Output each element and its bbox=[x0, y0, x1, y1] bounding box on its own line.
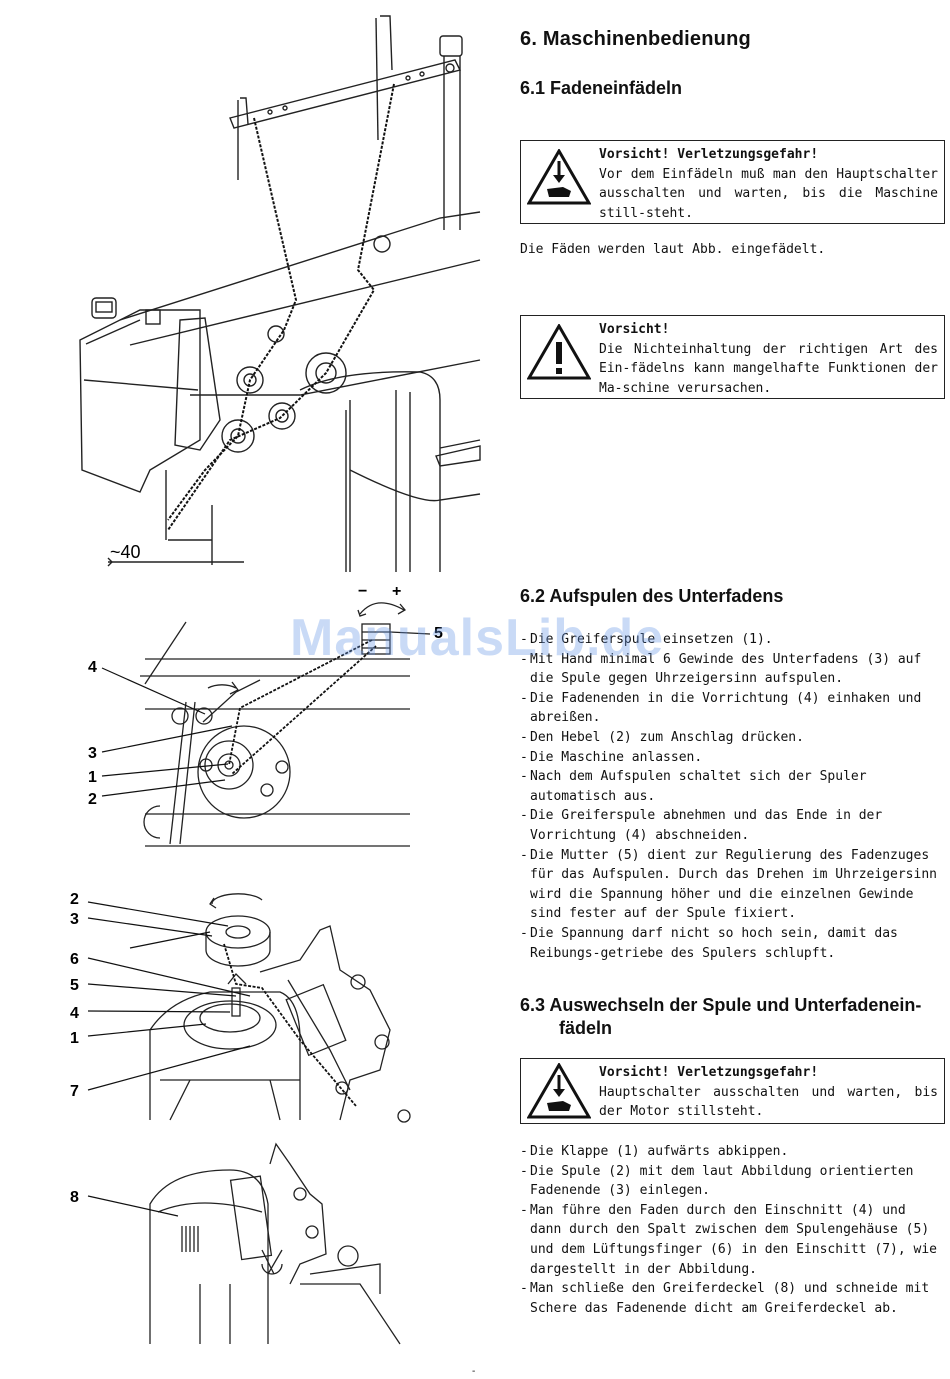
hand-injury-warning-icon bbox=[527, 149, 591, 205]
list-item: Mit Hand minimal 6 Gewinde des Unterfade… bbox=[520, 650, 944, 689]
exclamation-warning-icon bbox=[527, 324, 591, 380]
page-number: - bbox=[472, 1366, 476, 1377]
fig2-label-5: 5 bbox=[434, 625, 443, 642]
fig3-label-2: 2 bbox=[70, 891, 79, 908]
warning-title: Vorsicht! Verletzungsgefahr! bbox=[599, 1065, 819, 1080]
heading-6-3-line2: fädeln bbox=[559, 1018, 613, 1038]
heading-6-3-line1: 6.3 Auswechseln der Spule und Unterfaden… bbox=[520, 995, 922, 1015]
list-item: Die Greiferspule einsetzen (1). bbox=[520, 630, 944, 650]
hand-injury-warning-icon bbox=[527, 1063, 591, 1119]
warning-title: Vorsicht! Verletzungsgefahr! bbox=[599, 147, 819, 162]
list-item: Die Mutter (5) dient zur Regulierung des… bbox=[520, 846, 944, 924]
heading-6-1: 6.1 Fadeneinfädeln bbox=[520, 78, 683, 98]
list-item: Die Maschine anlassen. bbox=[520, 748, 944, 768]
warning-text: Hauptschalter ausschalten und warten, bi… bbox=[599, 1084, 938, 1120]
warning-box-injury-2: Vorsicht! Verletzungsgefahr! Hauptschalt… bbox=[520, 1058, 945, 1124]
fig3-label-7: 7 bbox=[70, 1083, 79, 1100]
fig2-label-4: 4 bbox=[88, 659, 97, 676]
list-item: Nach dem Aufspulen schaltet sich der Spu… bbox=[520, 767, 944, 806]
warning-text: Die Nichteinhaltung der richtigen Art de… bbox=[599, 341, 938, 396]
fig3-label-3: 3 bbox=[70, 911, 79, 928]
bobbin-change-steps: Die Klappe (1) aufwärts abkippen. Die Sp… bbox=[520, 1142, 944, 1318]
fig2-label-plus: + bbox=[392, 584, 401, 600]
dimension-label: ~40 bbox=[110, 542, 141, 562]
warning-box-caution: Vorsicht! Die Nichteinhaltung der richti… bbox=[520, 315, 945, 399]
threading-paragraph: Die Fäden werden laut Abb. eingefädelt. bbox=[520, 242, 826, 257]
list-item: Die Greiferspule abnehmen und das Ende i… bbox=[520, 806, 944, 845]
threading-figure: ~40 bbox=[79, 15, 481, 572]
fig3-label-1: 1 bbox=[70, 1030, 79, 1047]
list-item: Die Fadenenden in die Vorrichtung (4) ei… bbox=[520, 689, 944, 728]
list-item: Man schließe den Greiferdeckel (8) und s… bbox=[520, 1279, 944, 1318]
warning-title: Vorsicht! bbox=[599, 322, 670, 337]
list-item: Die Spannung darf nicht so hoch sein, da… bbox=[520, 924, 944, 963]
fig2-label-2: 2 bbox=[88, 791, 97, 808]
section-title: 6. Maschinenbedienung bbox=[520, 28, 751, 50]
bobbin-winder-figure: − + 4 3 1 2 5 bbox=[88, 584, 443, 847]
list-item: Man führe den Faden durch den Einschnitt… bbox=[520, 1201, 944, 1279]
fig3-label-4: 4 bbox=[70, 1005, 79, 1022]
fig4-label-8: 8 bbox=[70, 1189, 79, 1206]
warning-text: Vor dem Einfädeln muß man den Hauptschal… bbox=[599, 166, 938, 221]
heading-6-3: 6.3 Auswechseln der Spule und Unterfaden… bbox=[520, 995, 921, 1039]
list-item: Den Hebel (2) zum Anschlag drücken. bbox=[520, 728, 944, 748]
bobbin-insertion-figure: 2 3 6 5 4 1 7 bbox=[70, 891, 411, 1123]
watermark: ManualsLib.de bbox=[290, 609, 665, 667]
hook-cover-figure: 8 bbox=[70, 1142, 401, 1345]
winding-steps: Die Greiferspule einsetzen (1). Mit Hand… bbox=[520, 630, 944, 963]
list-item: Die Spule (2) mit dem laut Abbildung ori… bbox=[520, 1162, 944, 1201]
fig2-label-1: 1 bbox=[88, 769, 97, 786]
fig2-label-minus: − bbox=[358, 584, 367, 600]
warning-box-injury-1: Vorsicht! Verletzungsgefahr! Vor dem Ein… bbox=[520, 140, 945, 224]
heading-6-2: 6.2 Aufspulen des Unterfadens bbox=[520, 586, 784, 606]
fig3-label-5: 5 bbox=[70, 977, 79, 994]
fig3-label-6: 6 bbox=[70, 951, 79, 968]
list-item: Die Klappe (1) aufwärts abkippen. bbox=[520, 1142, 944, 1162]
fig2-label-3: 3 bbox=[88, 745, 97, 762]
